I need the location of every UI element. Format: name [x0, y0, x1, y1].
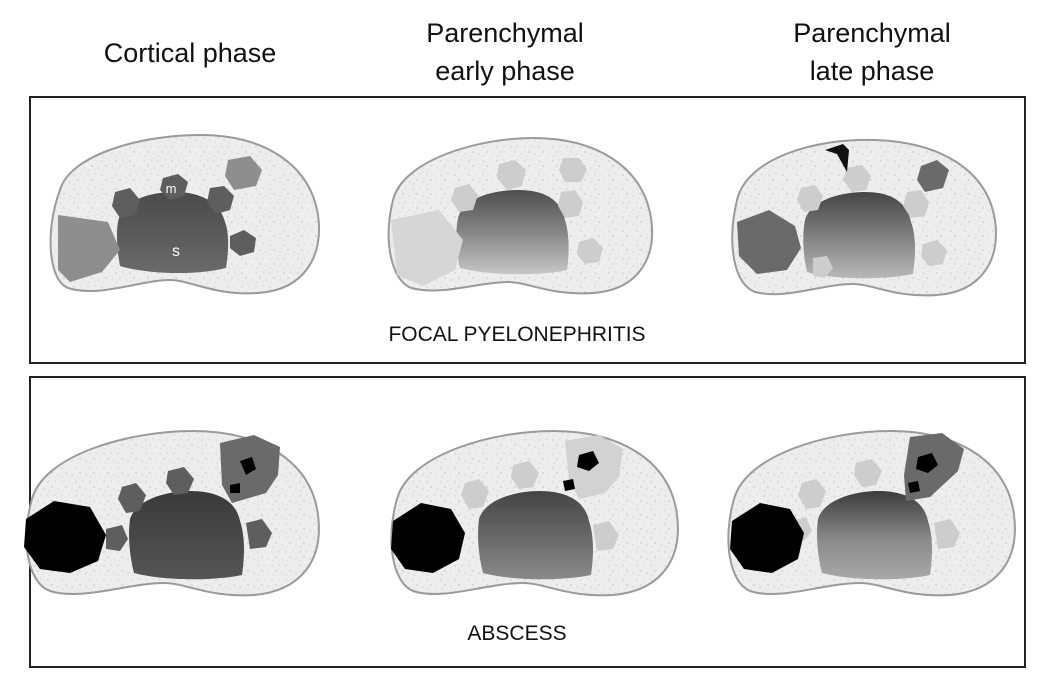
medulla-pyramid-m — [160, 174, 188, 200]
medulla-pyramid — [843, 165, 871, 192]
focal-panel-frame — [29, 96, 1026, 364]
renal-sinus — [817, 491, 932, 580]
header-parenchymal-early-line2: early phase — [435, 56, 575, 86]
abscess-caption: ABSCESS — [467, 622, 566, 645]
renal-sinus — [803, 192, 915, 279]
kidney-abscess-parenchymal-early — [390, 429, 679, 597]
header-cortical-phase: Cortical phase — [104, 38, 277, 68]
kidney-focal-cortical: m s — [49, 133, 320, 295]
abscess-necrosis — [240, 457, 256, 475]
abscess-necrosis — [230, 483, 240, 493]
focal-pyelonephritis-panel: m s FOCAL PYELONEPHRITIS — [29, 96, 1026, 364]
medulla-pyramid — [577, 238, 603, 264]
renal-sinus — [456, 190, 569, 275]
medulla-pyramid — [903, 190, 929, 218]
medulla-pyramid — [593, 521, 619, 551]
medulla-pyramid — [797, 185, 823, 212]
kidney-focal-parenchymal-early — [387, 136, 653, 295]
header-parenchymal-late-line2: late phase — [810, 56, 935, 86]
medulla-pyramid — [559, 158, 587, 182]
kidney-abscess-cortical — [24, 429, 320, 597]
cortical-scar — [825, 144, 849, 172]
header-parenchymal-late-line1: Parenchymal — [793, 18, 951, 48]
medulla-pyramid — [921, 240, 947, 266]
focal-pyelonephritis-caption: FOCAL PYELONEPHRITIS — [388, 323, 645, 346]
focal-lesion — [391, 210, 463, 286]
medulla-pyramid — [497, 160, 526, 190]
focal-lesion — [225, 156, 262, 190]
abscess-cavity — [24, 501, 106, 573]
medulla-pyramid — [798, 479, 826, 509]
kidney-focal-parenchymal-late — [731, 138, 997, 297]
medulla-pyramid — [112, 188, 140, 218]
medulla-pyramid — [511, 461, 539, 489]
header-parenchymal-early-line1: Parenchymal — [426, 18, 584, 48]
abscess-necrosis — [563, 479, 575, 491]
abscess-necrosis — [577, 451, 599, 471]
abscess-necrosis — [916, 453, 938, 473]
medulla-pyramid — [558, 190, 583, 218]
renal-sinus — [129, 491, 244, 580]
medulla-pyramid — [246, 519, 272, 549]
abscess-necrosis — [908, 481, 920, 493]
medulla-pyramid — [106, 525, 128, 551]
medulla-pyramid — [813, 256, 833, 278]
kidney-abscess-parenchymal-late — [727, 429, 1016, 597]
medulla-pyramid — [854, 459, 882, 487]
medulla-pyramid — [207, 186, 234, 214]
medulla-pyramid — [118, 483, 146, 513]
medulla-pyramid — [166, 467, 194, 495]
abscess-cavity — [391, 503, 465, 573]
medulla-pyramid — [230, 230, 256, 256]
abscess-cavity — [730, 503, 804, 573]
sinus-label: s — [172, 243, 180, 260]
medulla-pyramid — [461, 479, 489, 509]
focal-lesion — [58, 215, 120, 282]
late-enhancing-lesion — [917, 160, 949, 192]
renal-sinus — [116, 192, 229, 274]
medulla-pyramid — [934, 519, 960, 549]
medulla-pyramid — [451, 184, 478, 212]
renal-sinus — [478, 491, 593, 580]
late-enhancing-lesion — [737, 210, 801, 274]
abscess-panel: ABSCESS — [24, 376, 1026, 668]
medulla-label: m — [166, 181, 177, 196]
